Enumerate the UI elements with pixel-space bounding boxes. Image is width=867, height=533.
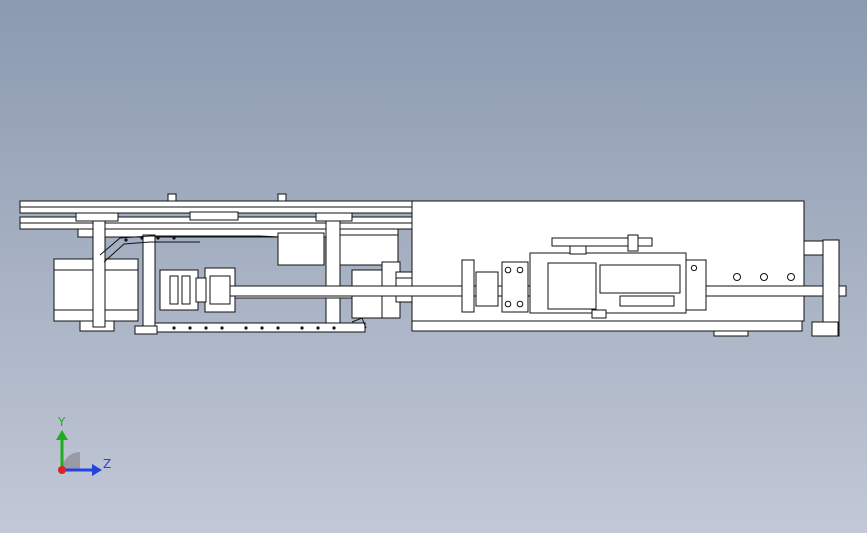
upper-bracket	[277, 232, 399, 266]
end-support	[803, 239, 840, 337]
z-axis-label: Z	[103, 457, 111, 471]
y-axis-label: Y	[57, 415, 66, 429]
drag-chain	[99, 235, 367, 335]
screw-coupling-left	[159, 267, 236, 313]
servo-module	[461, 234, 707, 319]
axis-triad: Y Z	[56, 415, 111, 476]
vertical-struts	[75, 212, 353, 333]
